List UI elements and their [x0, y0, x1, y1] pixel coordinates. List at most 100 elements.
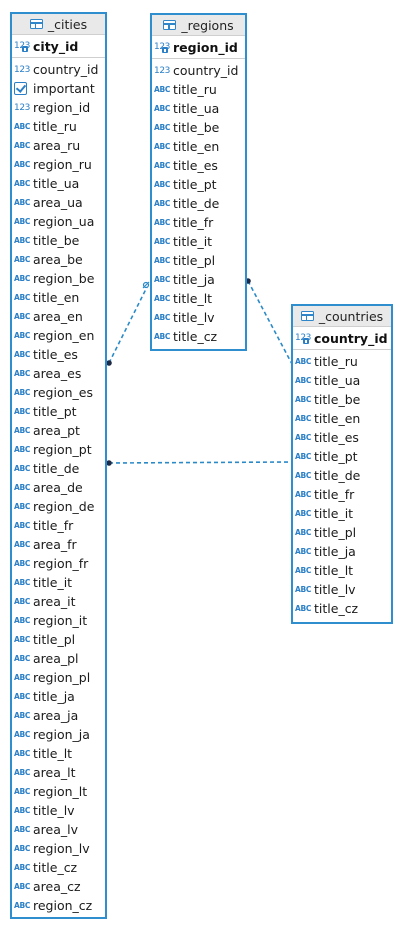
text-type-icon: ABC	[14, 122, 31, 131]
text-type-icon: ABC	[14, 198, 31, 207]
table-icon	[29, 19, 43, 29]
text-type-icon: ABC	[154, 256, 171, 265]
column-name: region_lt	[33, 784, 88, 799]
column-row[interactable]: important	[12, 79, 105, 98]
primary-key-row[interactable]: 123 region_id	[152, 36, 245, 59]
relationship-cities-countries[interactable]	[108, 461, 293, 464]
table-cities[interactable]: _cities 123 city_id 123country_idimporta…	[10, 12, 107, 919]
text-type-icon: ABC	[14, 483, 31, 492]
text-type-icon: ABC	[14, 312, 31, 321]
column-name: title_be	[33, 233, 80, 248]
table-regions[interactable]: _regions 123 region_id 123country_idABCt…	[150, 13, 247, 351]
column-name: title_pt	[33, 404, 77, 419]
column-name: title_en	[33, 290, 80, 305]
primary-key-row[interactable]: 123 country_id	[293, 327, 391, 350]
column-name: country_id	[33, 62, 99, 77]
primary-key-row[interactable]: 123 city_id	[12, 35, 105, 58]
column-name: area_pt	[33, 423, 80, 438]
text-type-icon: ABC	[154, 104, 171, 113]
relationship-regions-countries[interactable]	[247, 280, 293, 365]
table-countries[interactable]: _countries 123 country_id ABCtitle_ruABC…	[291, 304, 393, 624]
table-header[interactable]: _countries	[293, 306, 391, 327]
relationship-cities-regions[interactable]	[108, 284, 149, 364]
column-name: country_id	[173, 63, 239, 78]
table-header[interactable]: _cities	[12, 14, 105, 35]
table-header[interactable]: _regions	[152, 15, 245, 36]
